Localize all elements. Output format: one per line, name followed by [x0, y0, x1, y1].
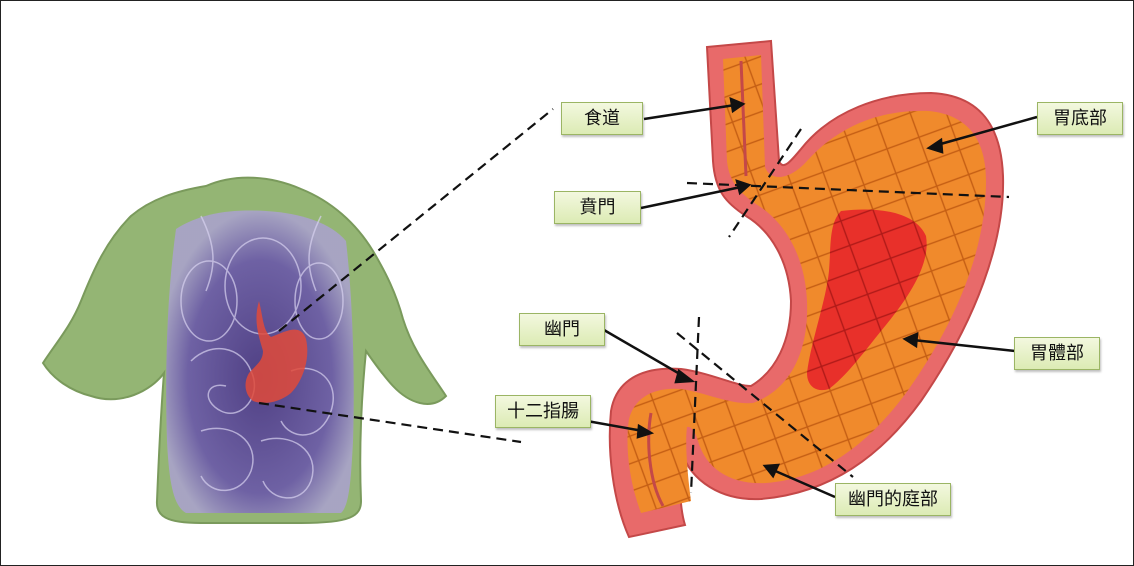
- cardia-label: 賁門: [554, 191, 641, 224]
- pylorus-pointer: [604, 330, 685, 377]
- duodenum-label: 十二指腸: [495, 395, 591, 428]
- human-torso-xray-icon: [43, 178, 446, 523]
- fundus-label: 胃底部: [1037, 102, 1123, 135]
- body-label: 胃體部: [1014, 337, 1100, 370]
- esophagus-label: 食道: [561, 102, 643, 135]
- antrum-label: 幽門的庭部: [835, 483, 951, 516]
- stomach-middle-cells: [628, 55, 987, 513]
- pylorus-label: 幽門: [519, 313, 605, 346]
